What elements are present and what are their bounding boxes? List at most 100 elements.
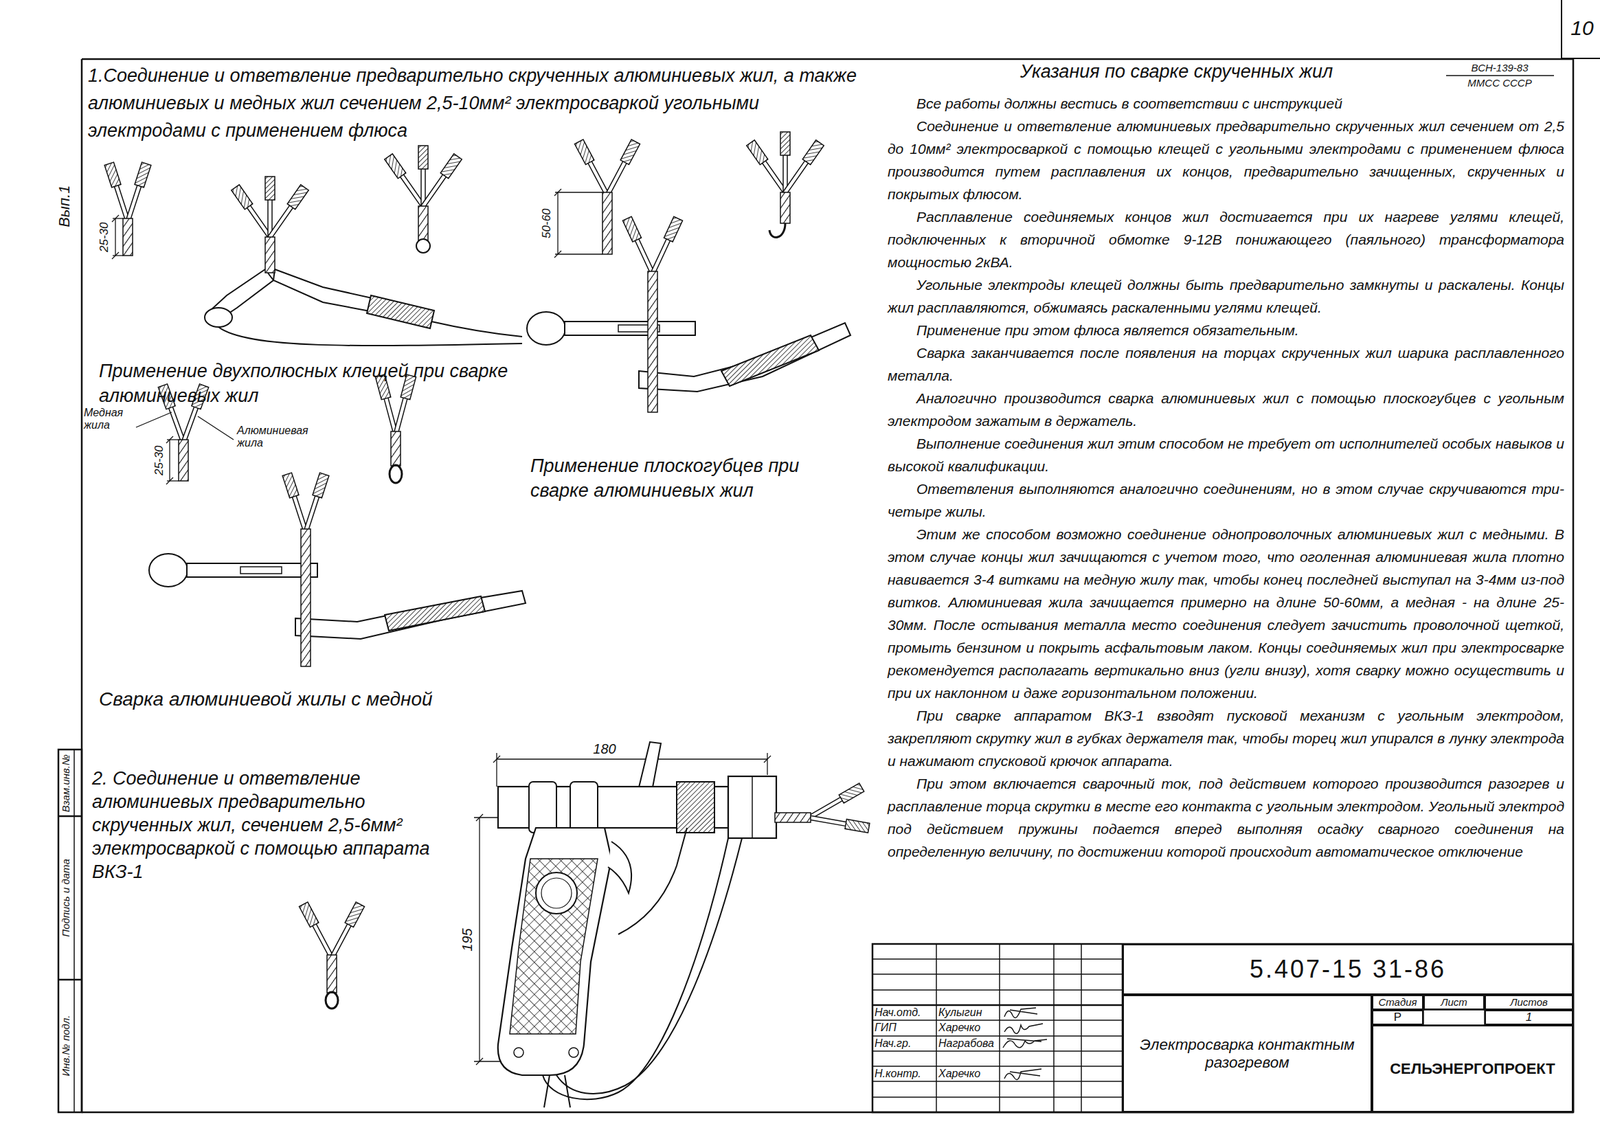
wire-fig-e bbox=[746, 131, 824, 238]
sheets-header-cell: Листов bbox=[1484, 994, 1574, 1010]
vkz-apparatus-part-part bbox=[478, 817, 480, 1062]
vkz-apparatus-part-part bbox=[493, 755, 501, 763]
pliers-figure-upper-part bbox=[564, 321, 696, 336]
wire-fig-a-part bbox=[122, 218, 133, 256]
designation-cell: 5.407-15 31-86 bbox=[1122, 943, 1574, 995]
stage-value-cell: Р bbox=[1371, 1009, 1424, 1025]
wire-fig-e-part bbox=[781, 140, 825, 196]
part-label: Медная жила bbox=[83, 406, 135, 432]
vkz-apparatus-part bbox=[544, 1075, 571, 1108]
pliers-figure-upper-part bbox=[638, 322, 851, 392]
copper-aluminium-figure-part bbox=[390, 431, 401, 466]
wire-fig-a-part-part bbox=[111, 252, 119, 259]
cell-text: Лист bbox=[1440, 996, 1468, 1008]
tongs-figure-part bbox=[204, 307, 233, 328]
cell-text: Стадия bbox=[1378, 996, 1417, 1008]
note-paragraph: Расплавление соединяемых концов жил дост… bbox=[887, 205, 1565, 274]
vkz-apparatus-part bbox=[607, 841, 632, 894]
small-wire-fig-part bbox=[325, 992, 338, 1009]
vkz-apparatus-part bbox=[556, 838, 742, 1094]
copper-aluminium-figure-part-part bbox=[166, 480, 179, 481]
wire-fig-d-part-part bbox=[554, 188, 562, 196]
small-wire-fig-part bbox=[299, 902, 337, 961]
copper-aluminium-figure-part-part bbox=[166, 438, 179, 440]
sheet-number-box: 10 bbox=[1560, 0, 1600, 60]
title-block-role: Нач.отд. bbox=[874, 1005, 935, 1021]
vkz-apparatus-part bbox=[807, 812, 870, 833]
dimension-text: 25-30 bbox=[152, 445, 167, 475]
title-block-grid-part bbox=[935, 943, 938, 1113]
vkz-apparatus-part bbox=[528, 781, 557, 833]
sheet-frame-part bbox=[58, 978, 82, 982]
title-block-grid-part bbox=[872, 973, 1123, 975]
signatures-part bbox=[1004, 1023, 1043, 1034]
sheet-header-cell: Лист bbox=[1423, 994, 1485, 1010]
margin-stamp: Инв.№ подл. bbox=[59, 1015, 73, 1077]
copper-aluminium-figure-part-part bbox=[166, 436, 174, 444]
vkz-apparatus-part-part bbox=[476, 1057, 483, 1065]
pliers-figure-lower-part bbox=[149, 553, 188, 587]
sheet-frame-part bbox=[58, 749, 82, 1113]
wire-fig-d-part bbox=[554, 188, 603, 258]
title-block-grid-part bbox=[998, 943, 1001, 1113]
title-block-role: Нач.гр. bbox=[874, 1035, 935, 1052]
cell-text: Электросварка контактным разогревом bbox=[1123, 1035, 1371, 1072]
note-paragraph: Выполнение соединения жил этим способом … bbox=[887, 432, 1565, 478]
cell-text: 10 bbox=[1570, 16, 1594, 41]
title-block-grid-part bbox=[1423, 1009, 1485, 1025]
sheet-name-cell: Электросварка контактным разогревом bbox=[1122, 994, 1372, 1113]
title-block-role: ГИП bbox=[874, 1020, 935, 1036]
sheets-value-cell: 1 bbox=[1484, 1009, 1574, 1025]
copper-aluminium-figure-part-part bbox=[168, 439, 170, 481]
figure-caption: Применение двухполюсных клещей при сварк… bbox=[98, 358, 525, 409]
wire-fig-d-part bbox=[575, 139, 613, 198]
pliers-figure-lower-part bbox=[186, 563, 318, 578]
wire-fig-a bbox=[104, 162, 152, 259]
note-paragraph: Ответвления выполняются аналогично соеди… bbox=[887, 477, 1565, 523]
pliers-figure-upper-part bbox=[622, 216, 657, 277]
title-block-grid-part bbox=[872, 1096, 1123, 1098]
pliers-figure-upper-part bbox=[647, 216, 683, 277]
pliers-figure-upper bbox=[526, 216, 851, 413]
wire-fig-d-part bbox=[602, 139, 640, 198]
vkz-apparatus-part bbox=[509, 858, 598, 1034]
sheet-frame-part bbox=[81, 58, 1574, 61]
note-paragraph: Аналогично производится сварка алюминиев… bbox=[887, 386, 1565, 433]
note-paragraph: Соединение и ответвление алюминиевых пре… bbox=[887, 114, 1565, 206]
pliers-figure-upper-part bbox=[721, 335, 819, 387]
title-block-grid-part bbox=[872, 1004, 1123, 1007]
organisation-cell: СЕЛЬЭНЕРГОПРОЕКТ bbox=[1371, 1024, 1574, 1113]
copper-aluminium-figure-part bbox=[178, 439, 189, 481]
wire-fig-d-part-part bbox=[554, 250, 562, 258]
dimension-text: 50-60 bbox=[539, 208, 554, 238]
note-paragraph: Применение при этом флюса является обяза… bbox=[887, 318, 1565, 342]
title-block-grid-part bbox=[872, 1065, 1123, 1067]
copper-aluminium-figure-part bbox=[390, 374, 417, 437]
wire-fig-c bbox=[384, 145, 462, 253]
norm-reference: ВСН-139-83 bbox=[1470, 61, 1528, 75]
title-block-person: Харечко bbox=[938, 1020, 999, 1036]
section-heading: 1.Соединение и ответвление предварительн… bbox=[87, 61, 878, 145]
signatures-part bbox=[1003, 1038, 1047, 1048]
figure-caption: Применение плоскогубцев при сварке алюми… bbox=[530, 453, 833, 503]
small-wire-fig-part bbox=[327, 954, 337, 993]
title-block-person: Харечко bbox=[938, 1066, 999, 1082]
stage-header-cell: Стадия bbox=[1371, 994, 1424, 1010]
title-block-grid-part bbox=[872, 943, 1574, 1113]
part-label: Алюминиевая жила bbox=[237, 424, 319, 450]
tongs-figure-part bbox=[265, 184, 310, 241]
signatures-part bbox=[1004, 1068, 1042, 1080]
title-block-grid-part bbox=[872, 1050, 1123, 1052]
signatures bbox=[1003, 1007, 1047, 1080]
note-paragraph: Этим же способом возможно соединение одн… bbox=[887, 522, 1565, 705]
wire-fig-e-part bbox=[769, 223, 786, 238]
note-paragraph: Сварка заканчивается после появления на … bbox=[887, 341, 1565, 387]
pliers-figure-upper-part bbox=[647, 271, 658, 413]
vkz-apparatus-part bbox=[570, 781, 598, 833]
norm-reference: ММСС СССР bbox=[1467, 76, 1532, 90]
wire-fig-a-part-part bbox=[114, 218, 116, 256]
notes-column: Все работы должны вестись в соответствии… bbox=[887, 92, 1565, 863]
vkz-apparatus-part bbox=[676, 781, 715, 833]
wire-fig-a-part-part bbox=[112, 217, 123, 219]
